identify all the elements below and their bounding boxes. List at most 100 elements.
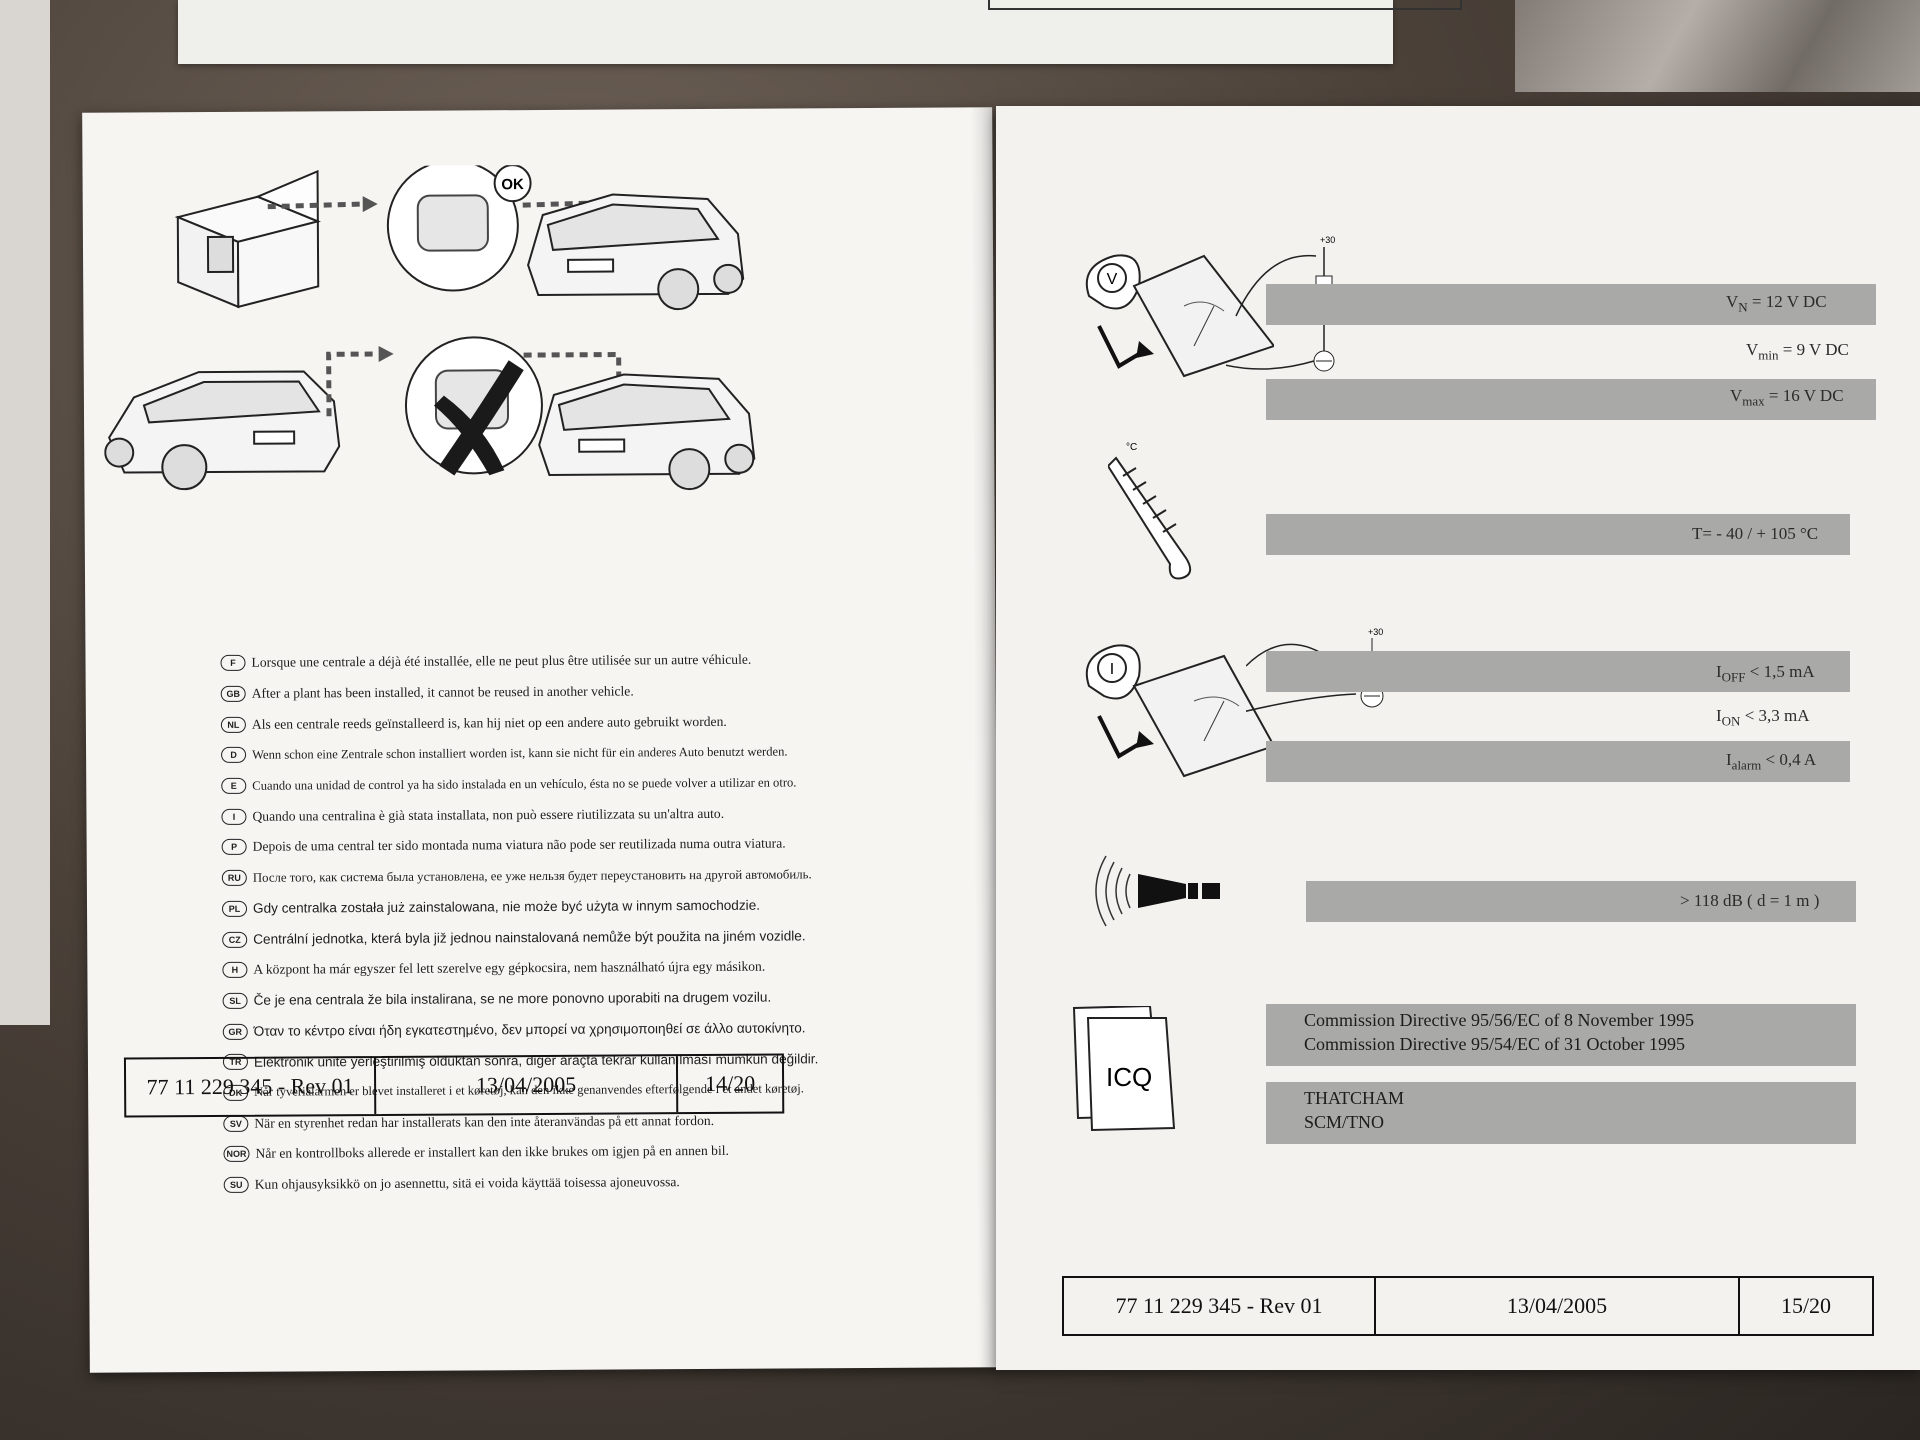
spec-subscript: alarm [1731, 757, 1762, 773]
multilingual-statements: F Lorsque une centrale a déjà été install… [220, 643, 983, 1200]
spec-subscript: OFF [1721, 669, 1746, 685]
statement-row: GR Όταν το κέντρο είναι ήδη εγκατεστημένο… [222, 1012, 983, 1047]
voltmeter-illustration: V [1074, 236, 1274, 416]
sound-waves-icon [1095, 855, 1131, 927]
temperature-range: T= - 40 / + 105 °C [1692, 524, 1819, 543]
illustration-install-ok: OK [167, 163, 768, 318]
svg-text:V: V [1107, 271, 1118, 288]
ok-badge: OK [501, 176, 524, 193]
statement-row: F Lorsque une centrale a déjà été install… [220, 643, 980, 678]
certification-body: THATCHAM [1304, 1088, 1405, 1108]
spec-subscript: min [1758, 347, 1779, 363]
svg-text:I: I [1110, 661, 1114, 678]
voltage-wiring: +30 alarm [1226, 231, 1356, 481]
page-number: 14/20 [704, 1070, 756, 1097]
language-code: E [221, 777, 247, 795]
spec-subscript: N [1738, 299, 1748, 315]
current-bar-off [1266, 651, 1850, 692]
language-code: SV [223, 1115, 249, 1132]
background-paper-edge [0, 0, 50, 1025]
document-date: 13/04/2005 [375, 1056, 679, 1115]
language-code: RU [221, 869, 247, 887]
sound-bar [1306, 881, 1856, 922]
certification-bodies-bar [1266, 1082, 1856, 1144]
spec-symbol: V [1746, 340, 1759, 359]
directive-line: Commission Directive 95/56/EC of 8 Novem… [1304, 1010, 1694, 1030]
current-bar-alarm [1266, 741, 1850, 782]
voltage-bar-nominal [1266, 284, 1876, 325]
spec-subscript: ON [1721, 713, 1741, 729]
terminal-label: +30 [1368, 627, 1383, 637]
language-code: F [220, 655, 246, 672]
voltage-bar-maximum [1266, 379, 1876, 420]
certification-body: SCM/TNO [1304, 1112, 1385, 1132]
language-code: CZ [222, 931, 248, 948]
language-code: H [222, 962, 248, 979]
statement-text: Όταν το κέντρο είναι ήδη εγκατεστημένο, … [253, 1020, 806, 1039]
language-code: NOR [223, 1146, 250, 1163]
spec-value: = 12 V DC [1751, 292, 1827, 311]
footer-table: 77 11 229 345 - Rev 01 13/04/2005 14/20 [123, 1053, 785, 1118]
voltage-minimum: Vmin = 9 V DC [1746, 340, 1849, 363]
car-rear-icon [104, 370, 341, 491]
statement-row: NOR Når en kontrollboks allerede er insta… [223, 1134, 983, 1169]
statement-row: E Cuando una unidad de control ya ha sido… [221, 766, 981, 801]
illustration-reuse-forbidden [103, 324, 784, 498]
car-rear-icon [527, 193, 745, 311]
cross-icon [433, 360, 524, 476]
spec-subscript: max [1742, 393, 1765, 409]
statement-text: После того, как система была установлена… [252, 867, 812, 885]
statement-text: After a plant has been installed, it can… [251, 683, 634, 701]
spec-value: = 16 V DC [1768, 386, 1844, 405]
background-plastic-bag [1515, 0, 1920, 92]
spec-value: < 1,5 mA [1749, 662, 1815, 681]
language-code: PL [221, 900, 248, 917]
document-date: 13/04/2005 [1376, 1278, 1740, 1334]
spec-symbol: I [1716, 706, 1722, 725]
statement-text: Kun ohjausyksikkö on jo asennettu, sitä … [254, 1174, 680, 1192]
icq-label: ICQ [1106, 1062, 1152, 1092]
current-on: ION < 3,3 mA [1716, 706, 1810, 729]
siren-illustration [1076, 846, 1246, 936]
ammeter-illustration: I [1074, 626, 1274, 806]
spec-symbol: V [1726, 292, 1739, 311]
language-code: P [221, 839, 247, 856]
temperature-unit-label: °C [1126, 442, 1137, 453]
spec-symbol: V [1730, 386, 1743, 405]
spec-symbol: I [1716, 662, 1722, 681]
language-code: GB [220, 685, 246, 702]
language-code: GR [222, 1023, 248, 1040]
current-alarm: Ialarm < 0,4 A [1726, 750, 1816, 773]
statement-text: Če je ena centrala že bila instalirana, … [253, 990, 772, 1009]
statement-text: Cuando una unidad de control ya ha sido … [252, 775, 797, 793]
thermometer-illustration: °C [1108, 436, 1228, 586]
box-icon [174, 169, 322, 309]
statement-text: Lorsque une centrale a déjà été installé… [251, 652, 752, 671]
language-code: SU [223, 1176, 249, 1193]
current-off: IOFF < 1,5 mA [1716, 662, 1815, 685]
page-number: 15/20 [1780, 1293, 1832, 1318]
statement-text: Når en kontrollboks allerede er installe… [255, 1143, 729, 1162]
voltage-nominal: VN = 12 V DC [1726, 292, 1827, 315]
footer-table: 77 11 229 345 - Rev 01 13/04/2005 15/20 [1062, 1276, 1874, 1336]
statement-row: GB After a plant has been installed, it c… [220, 674, 981, 709]
terminal-label: +30 [1320, 235, 1335, 245]
voltmeter-icon [1097, 263, 1127, 293]
statement-row: SU Kun ohjausyksikkö on jo asennettu, sit… [223, 1165, 984, 1200]
language-code: NL [220, 716, 246, 733]
sound-level: > 118 dB ( d = 1 m ) [1680, 891, 1820, 910]
directive-list: Commission Directive 95/56/EC of 8 Novem… [1304, 1008, 1694, 1056]
ammeter-icon [1097, 653, 1127, 683]
spec-value: < 0,4 A [1765, 750, 1817, 769]
background-sheet [178, 0, 1462, 64]
manual-page-right: V +30 alarm VN = 12 V DC Vmin = 9 V DC V… [996, 106, 1920, 1370]
document-reference: 77 11 229 345 - Rev 01 [125, 1058, 377, 1116]
certificate-illustration: ICQ [1070, 1006, 1200, 1146]
statement-text: Centrální jednotka, která byla již jedno… [253, 928, 806, 947]
voltage-maximum: Vmax = 16 V DC [1730, 386, 1844, 409]
spec-value: < 3,3 mA [1744, 706, 1810, 725]
